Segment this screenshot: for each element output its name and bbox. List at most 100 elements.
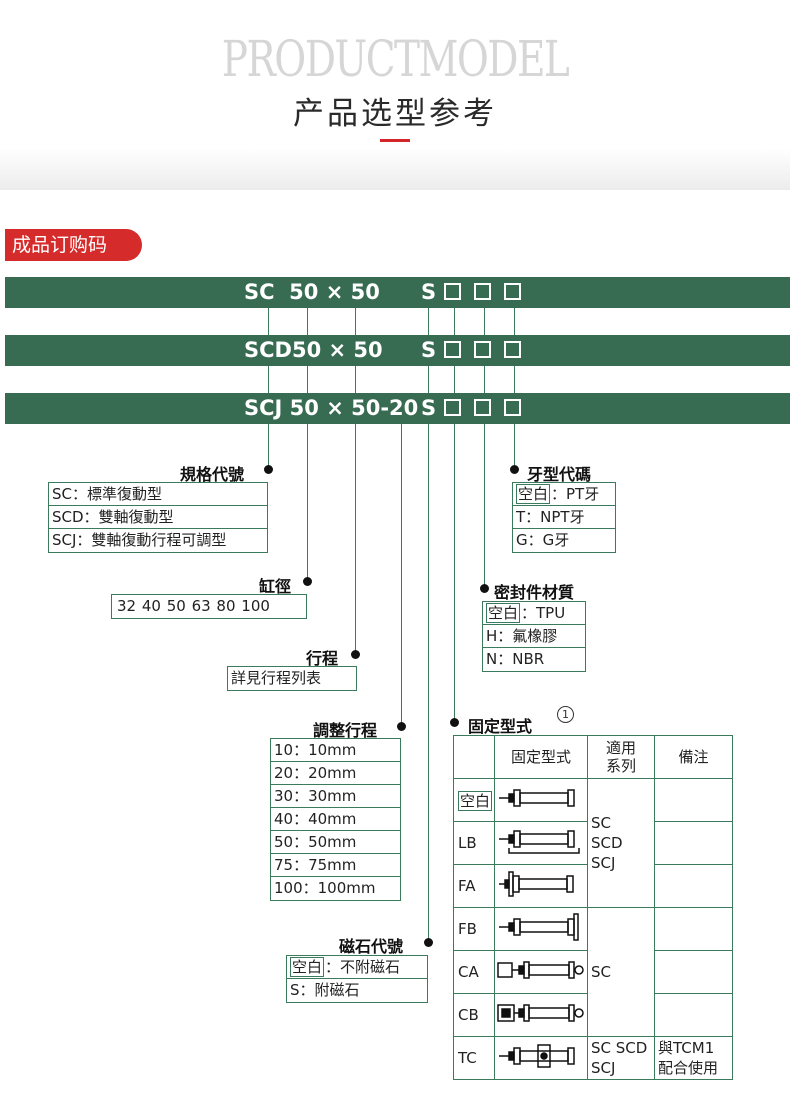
bore-values: 32 40 50 63 80 100	[117, 597, 270, 615]
cylinder-drawing	[494, 821, 588, 865]
thread-row: G：G牙	[513, 529, 615, 552]
note-marker: 1	[557, 706, 574, 723]
seal-row: H：氟橡膠	[483, 625, 585, 648]
magnet-row: 空白：不附磁石	[287, 956, 427, 979]
title-underline	[380, 139, 410, 142]
adj-row: 75：75mm	[271, 854, 400, 877]
thread-row: 空白：PT牙	[513, 483, 615, 506]
bullet-dot	[397, 722, 406, 731]
magnet-table: 空白：不附磁石 S：附磁石	[286, 955, 428, 1003]
thread-table: 空白：PT牙 T：NPT牙 G：G牙	[512, 482, 616, 553]
connector	[307, 308, 309, 335]
connector	[484, 308, 486, 335]
connector	[484, 366, 486, 393]
cylinder-drawing	[494, 778, 588, 822]
bullet-dot	[424, 938, 433, 947]
bullet-dot	[480, 584, 489, 593]
connector	[355, 308, 357, 335]
model-code: SC 50 × 50	[244, 280, 380, 304]
magnet-desc: S：附磁石	[290, 981, 360, 999]
bullet-dot	[450, 718, 459, 727]
connector	[428, 366, 430, 393]
connector	[454, 366, 456, 393]
mount-note-header: 備注	[654, 735, 733, 779]
leader-spec	[268, 424, 270, 470]
code-box	[504, 341, 521, 358]
bullet-dot	[264, 465, 273, 474]
connector	[454, 308, 456, 335]
mount-code: 空白	[453, 778, 495, 822]
model-bar-scd: SCD50 × 50 S	[5, 335, 790, 366]
model-bar-sc: SC 50 × 50 S	[5, 277, 790, 308]
leader-mount	[454, 424, 456, 722]
adj-row: 50：50mm	[271, 831, 400, 854]
bore-label: 缸徑	[259, 577, 292, 596]
code-box	[504, 283, 521, 300]
order-code-badge: 成品订购码	[5, 229, 142, 261]
connector	[355, 366, 357, 393]
cylinder-drawing	[494, 950, 588, 994]
stroke-note: 詳見行程列表	[231, 669, 322, 687]
adj-row: 30：30mm	[271, 785, 400, 808]
spec-table: SC：標準復動型 SCD：雙軸復動型 SCJ：雙軸復動行程可調型	[48, 482, 268, 553]
spec-row: SCD：雙軸復動型	[49, 506, 267, 529]
seal-table: 空白：TPU H：氟橡膠 N：NBR	[482, 601, 586, 672]
bullet-dot	[510, 465, 519, 474]
blank-code: 空白	[486, 603, 521, 623]
connector	[268, 366, 270, 393]
connector	[428, 308, 430, 335]
stroke-table: 詳見行程列表	[227, 666, 357, 691]
model-code: SCD50 × 50	[244, 338, 383, 362]
adj-label: 調整行程	[313, 721, 378, 740]
connector	[268, 308, 270, 335]
code-box	[444, 283, 461, 300]
cylinder-drawing	[494, 864, 588, 908]
leader-magnet	[428, 424, 430, 942]
thread-desc: G：G牙	[516, 531, 570, 549]
adj-row: 100：100mm	[274, 879, 376, 897]
seal-label: 密封件材質	[494, 583, 575, 602]
code-box	[444, 399, 461, 416]
leader-bore	[307, 424, 309, 581]
mount-code: LB	[453, 821, 495, 865]
leader-adj	[401, 424, 403, 726]
title-cn: 产品选型参考	[293, 96, 497, 132]
code-box	[504, 399, 521, 416]
mount-code: TC	[453, 1036, 495, 1080]
s-code: S	[421, 280, 437, 304]
bullet-dot	[303, 577, 312, 586]
connector	[514, 308, 516, 335]
thread-label: 牙型代碼	[527, 465, 592, 484]
mount-code: CB	[453, 993, 495, 1037]
connector	[307, 366, 309, 393]
adj-table: 10：10mm 20：20mm 30：30mm 40：40mm 50：50mm …	[270, 738, 401, 901]
thread-desc: T：NPT牙	[516, 508, 585, 526]
series-group-2: SC	[587, 907, 655, 1037]
cylinder-drawing	[494, 1036, 588, 1080]
code-box	[474, 283, 491, 300]
seal-row: N：NBR	[483, 648, 585, 671]
mount-code: FB	[453, 907, 495, 951]
adj-row: 20：20mm	[271, 762, 400, 785]
cylinder-drawing	[494, 907, 588, 951]
spec-row: SCJ：雙軸復動行程可調型	[52, 531, 227, 549]
magnet-label: 磁石代號	[339, 937, 404, 956]
spec-label: 規格代號	[180, 465, 245, 484]
spec-row: SC：標準復動型	[49, 483, 267, 506]
code-box	[444, 341, 461, 358]
mount-code: CA	[453, 950, 495, 994]
model-bar-scj: SCJ 50 × 50-20 S	[5, 393, 790, 424]
model-code: SCJ 50 × 50-20	[244, 396, 419, 420]
leader-thread	[514, 424, 516, 470]
seal-desc: N：NBR	[486, 650, 545, 668]
stroke-label: 行程	[306, 649, 339, 668]
mount-label: 固定型式	[468, 717, 533, 736]
magnet-desc: ：不附磁石	[325, 958, 401, 976]
blank-code: 空白	[516, 484, 551, 504]
s-code: S	[421, 396, 437, 420]
bullet-dot	[351, 650, 360, 659]
leader-stroke	[355, 424, 357, 654]
